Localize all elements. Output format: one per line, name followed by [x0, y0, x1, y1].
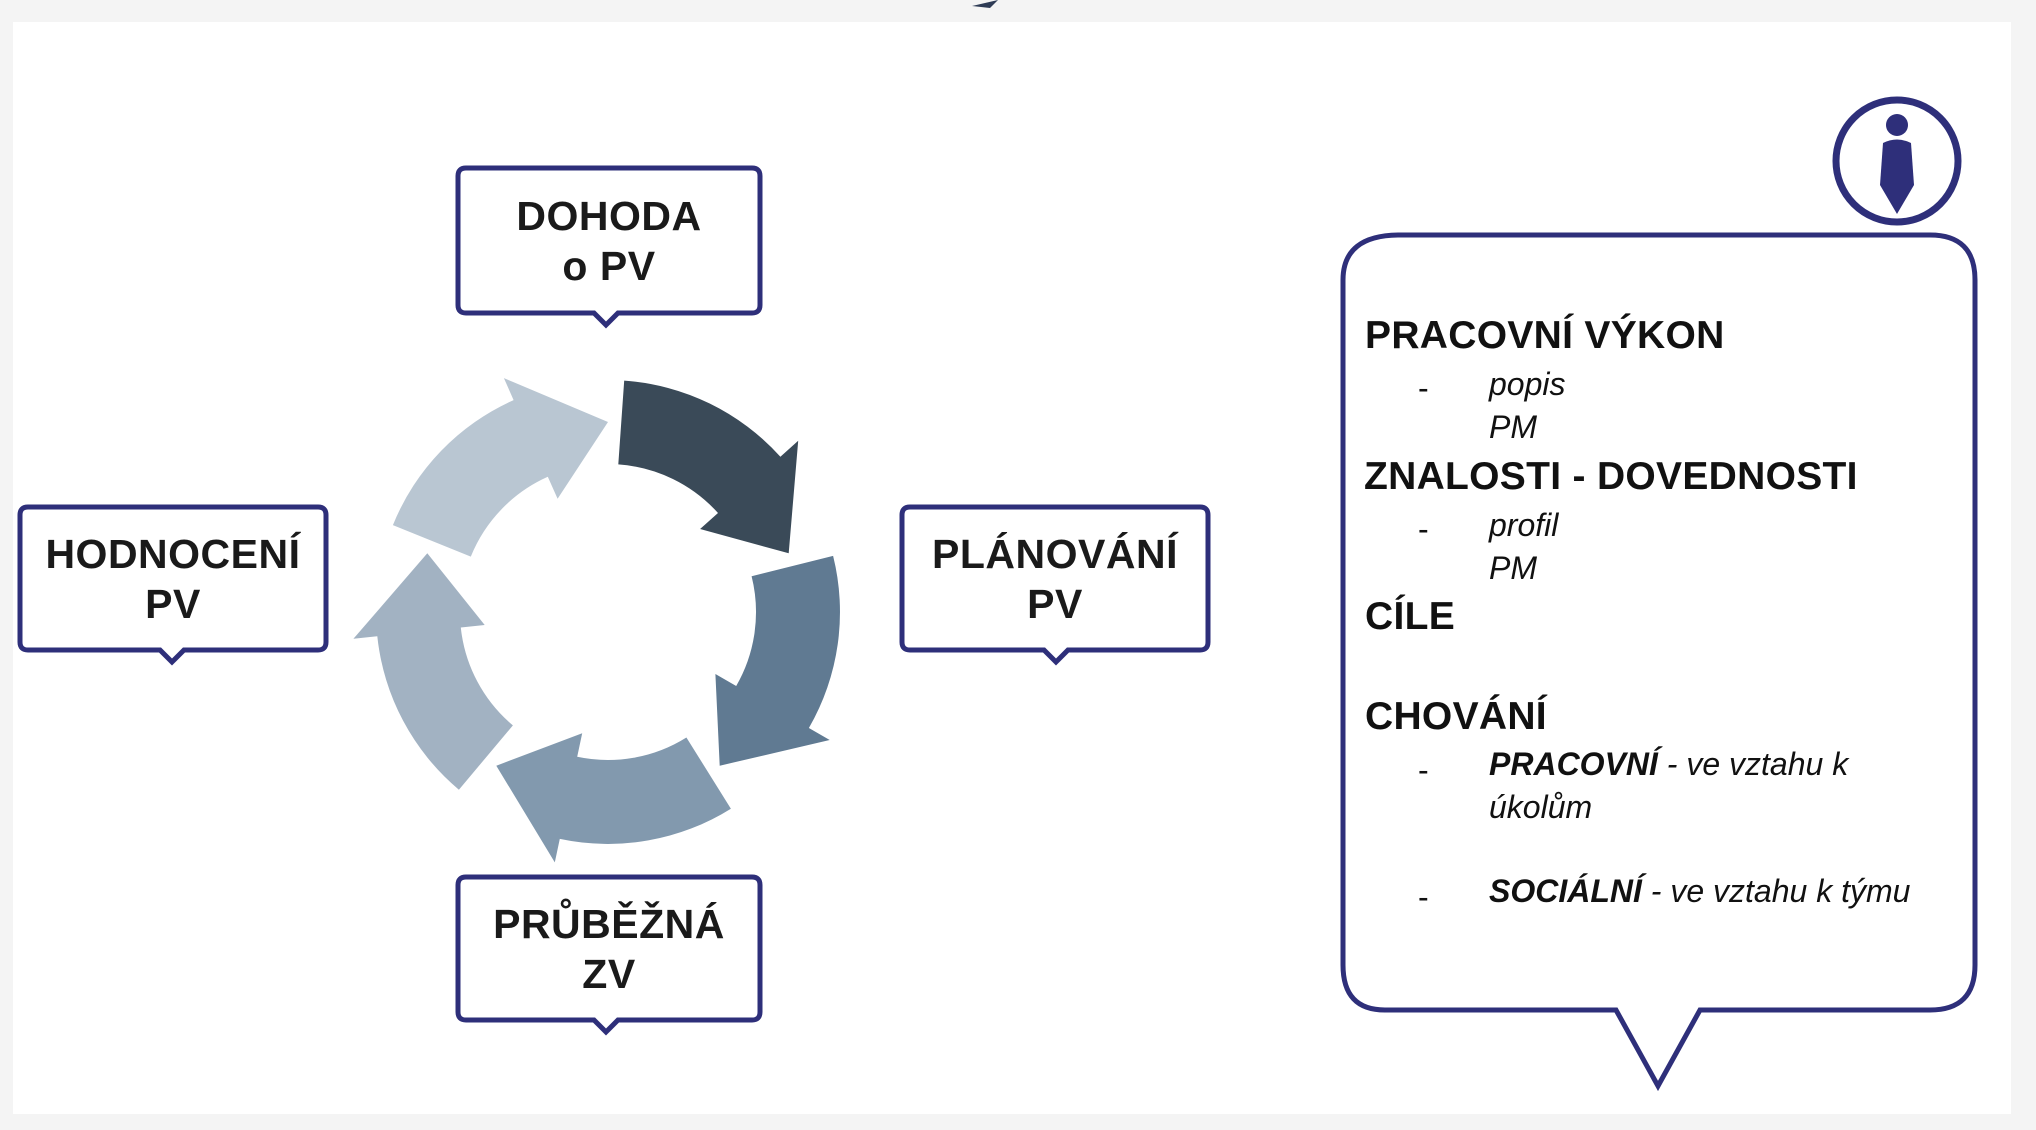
cycle-arrow — [353, 553, 513, 790]
bullet-dash: - — [1418, 511, 1429, 547]
step-line1: PLÁNOVÁNÍ — [932, 530, 1178, 577]
bullet-dash: - — [1418, 752, 1429, 788]
item-pracovni-rest: - ve vztahu k — [1657, 746, 1849, 782]
item-popis-pm: popis PM — [1489, 366, 1566, 445]
heading-cile: CÍLE — [1365, 595, 1456, 638]
item-pracovni-bold: PRACOVNÍ — [1489, 746, 1658, 782]
top-mark — [972, 0, 998, 8]
item-pracovni-rest2: úkolům — [1489, 789, 1593, 825]
heading-chovani: CHOVÁNÍ — [1365, 695, 1547, 738]
step-line1: PRŮBĚŽNÁ — [493, 900, 725, 947]
heading-pracovni-vykon: PRACOVNÍ VÝKON — [1365, 314, 1725, 357]
cycle-arrow — [496, 733, 731, 863]
step-line2: ZV — [582, 950, 636, 997]
info-panel-bubble — [1340, 232, 1978, 1092]
item-socialni: SOCIÁLNÍ - ve vztahu k týmu — [1489, 870, 1910, 913]
bullet-dash: - — [1418, 879, 1429, 915]
cycle-arrow — [618, 380, 799, 554]
heading-znalosti-dovednosti: ZNALOSTI - DOVEDNOSTI — [1364, 455, 1858, 498]
item-socialni-rest: - ve vztahu k týmu — [1641, 873, 1911, 909]
cycle-arrows — [353, 378, 840, 863]
item-pracovni: PRACOVNÍ - ve vztahu k úkolům — [1489, 743, 1949, 829]
person-icon — [1832, 96, 1962, 226]
callout-box-planovani — [899, 504, 1211, 666]
item-socialni-bold: SOCIÁLNÍ — [1489, 873, 1642, 909]
callout-box-dohoda — [455, 165, 763, 329]
bullet-dash: - — [1418, 370, 1429, 406]
callout-box-hodnoceni — [17, 504, 329, 666]
step-line2: o PV — [562, 242, 656, 289]
step-line2: PV — [1027, 580, 1083, 627]
step-line1: HODNOCENÍ — [45, 530, 301, 577]
callout-box-prubezna — [455, 874, 763, 1036]
step-line1: DOHODA — [516, 192, 702, 239]
item-profil-pm: profil PM — [1489, 507, 1559, 586]
cycle-arrow — [715, 555, 840, 766]
cycle-arrow — [392, 378, 608, 557]
step-line2: PV — [145, 580, 201, 627]
